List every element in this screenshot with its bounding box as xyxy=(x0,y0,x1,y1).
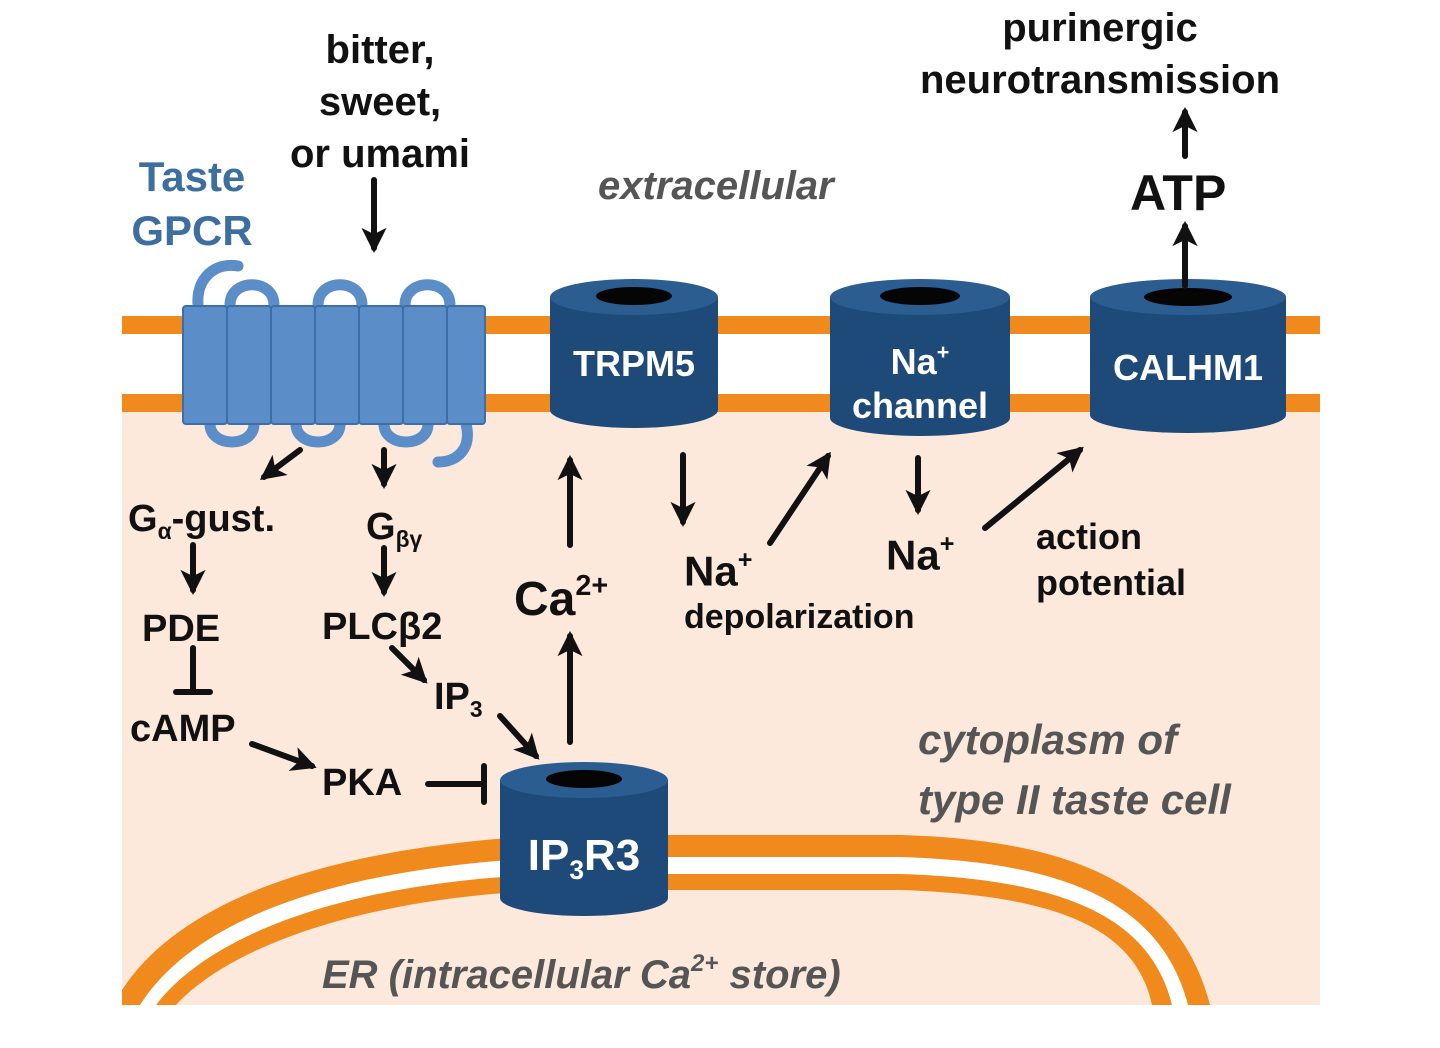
na-channel-ion: Na+ xyxy=(890,339,950,383)
taste-gpcr-line-1: Taste xyxy=(138,153,246,200)
ip3r3-channel-icon xyxy=(500,762,668,916)
taste-gpcr-label: Taste GPCR xyxy=(112,150,272,258)
stimulus-label: bitter, sweet, or umami xyxy=(260,24,500,180)
sodium-label-2: Na+ xyxy=(886,530,955,579)
cytoplasm-label: cytoplasm of type II taste cell xyxy=(918,710,1231,830)
ip3r3-label: IP3R3 xyxy=(527,831,641,886)
arrow-gpcr-to-galpha xyxy=(259,447,303,481)
pde-label: PDE xyxy=(142,608,221,650)
calhm1-label: CALHM1 xyxy=(1113,347,1263,388)
neurotransmission-label: purinergic neurotransmission xyxy=(880,2,1320,106)
calcium-label: Ca2+ xyxy=(514,570,609,627)
inhibit-pka-ip3r3 xyxy=(425,763,487,805)
atp-label: ATP xyxy=(1130,165,1227,221)
na-channel-icon xyxy=(830,279,1010,436)
pka-label: PKA xyxy=(322,762,403,804)
er-label: ER (intracellular Ca2+ store) xyxy=(322,950,841,997)
stimulus-line-2: sweet, xyxy=(318,80,442,124)
trpm5-channel-icon xyxy=(550,279,718,428)
cytoplasm-line-2: type II taste cell xyxy=(918,776,1231,823)
potential-line: potential xyxy=(1036,562,1186,603)
trpm5-label: TRPM5 xyxy=(572,343,695,384)
g-alpha-gust-label: Gα-gust. xyxy=(128,498,276,544)
g-betagamma-label: Gβγ xyxy=(366,506,423,552)
calhm1-channel-icon xyxy=(1090,279,1286,433)
taste-gpcr-line-2: GPCR xyxy=(131,207,253,254)
camp-label: cAMP xyxy=(130,708,236,750)
sodium-label-1: Na+ xyxy=(684,546,753,595)
action-potential-label: action potential xyxy=(1036,514,1186,606)
arrow-camp-to-pka xyxy=(249,741,317,771)
neurotransmission-line-1: purinergic xyxy=(1002,6,1198,50)
depolarization-label: depolarization xyxy=(684,598,915,636)
stimulus-line-1: bitter, xyxy=(325,28,435,72)
taste-gpcr-icon xyxy=(182,259,486,468)
er-membrane xyxy=(122,835,1210,1005)
na-channel-word: channel xyxy=(851,385,989,427)
plcb2-label: PLCβ2 xyxy=(322,606,443,648)
inhibit-pde-camp xyxy=(173,645,213,695)
extracellular-label: extracellular xyxy=(598,164,834,208)
arrow-ip3-to-ip3r3 xyxy=(497,713,540,760)
arrow-plcb2-to-ip3 xyxy=(389,645,428,684)
ip3-label: IP3 xyxy=(434,676,483,722)
arrow-action-potential-to-calhm1 xyxy=(982,446,1084,531)
arrow-depolarization-to-na-channel xyxy=(767,451,831,546)
na-channel-label: Na+ channel xyxy=(830,330,1010,428)
stimulus-line-3: or umami xyxy=(289,132,471,176)
neurotransmission-line-2: neurotransmission xyxy=(919,58,1281,102)
cytoplasm-line-1: cytoplasm of xyxy=(918,716,1178,763)
action-line: action xyxy=(1036,516,1143,557)
